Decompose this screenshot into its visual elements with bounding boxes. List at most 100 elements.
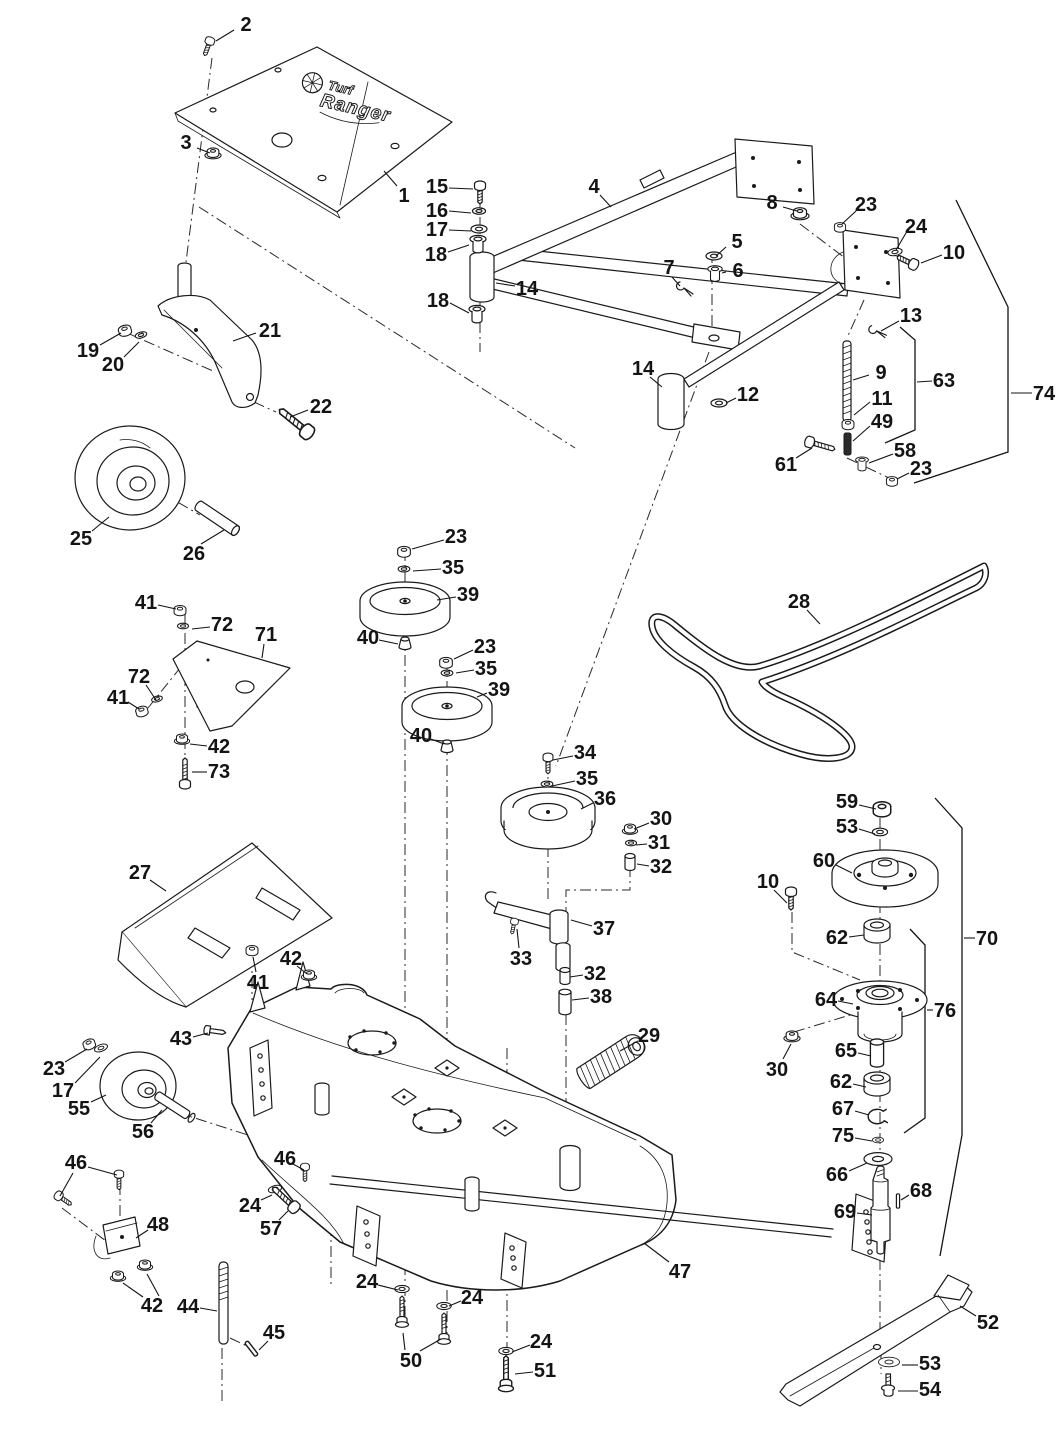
nut-41c [245, 944, 259, 957]
leader-line-99-50 [419, 1338, 442, 1352]
callout-32-25: 25 [70, 528, 92, 550]
callout-50-34: 34 [574, 742, 597, 764]
leader-line-45-72 [145, 684, 157, 701]
callout-41-40: 40 [410, 725, 432, 747]
leader-line-51-35 [551, 780, 576, 787]
leader-line-32-25 [91, 516, 110, 532]
washer-53a [871, 827, 889, 837]
leader-line-101-51 [514, 1371, 534, 1375]
callout-101-51: 51 [534, 1360, 556, 1382]
logo-word-1: Turf [327, 78, 356, 99]
callout-100-24: 24 [530, 1331, 553, 1353]
spacer-32a [624, 852, 636, 872]
callout-15-24: 24 [905, 216, 928, 238]
callout-91-42: 42 [141, 1295, 163, 1317]
callout-6-18: 18 [425, 244, 447, 266]
callout-83-41: 41 [247, 972, 269, 994]
washer-12 [710, 398, 728, 408]
callout-4-16: 16 [426, 200, 448, 222]
callout-79-47: 47 [669, 1261, 691, 1283]
leader-line-89-46 [87, 1166, 118, 1176]
callout-67-70: 70 [976, 928, 998, 950]
callout-37-40: 40 [357, 627, 379, 649]
callout-40-39: 39 [488, 679, 510, 701]
leader-line-22-49 [852, 425, 871, 442]
callout-29-20: 20 [102, 354, 124, 376]
part-blade-52 [779, 1274, 973, 1407]
bolt-46a [113, 1169, 125, 1191]
nut-19 [116, 323, 134, 339]
part-spindle-assembly [831, 849, 939, 1255]
callout-72-75: 75 [832, 1125, 854, 1147]
spacer-40b [440, 739, 454, 754]
leader-line-43-72 [191, 626, 211, 630]
bolt-61 [802, 434, 837, 456]
callout-56-37: 37 [593, 918, 615, 940]
part-screw-43 [203, 1024, 227, 1036]
leader-line-56-37 [570, 919, 593, 927]
leader-line-10-5 [715, 246, 727, 257]
callout-68-30: 30 [766, 1059, 788, 1081]
leader-line-39-35 [455, 669, 475, 674]
callout-31-22: 22 [310, 396, 332, 418]
nut-23c [397, 545, 411, 558]
leader-line-11-6 [721, 271, 727, 274]
callout-74-68: 68 [910, 1180, 932, 1202]
part-caster-arm [157, 262, 262, 408]
part-adjust-rod-44 [218, 1261, 229, 1345]
pin-68 [895, 1193, 901, 1209]
part-lift-rod-9 [842, 340, 852, 422]
leader-line-12-7 [671, 276, 681, 287]
leader-line-81-27 [149, 879, 167, 892]
callout-26-12: 12 [737, 384, 759, 406]
leader-line-97-24 [377, 1284, 399, 1291]
nut-23b [885, 476, 899, 487]
callout-19-63: 63 [933, 370, 955, 392]
leader-line-100-24 [511, 1344, 531, 1353]
bushing-18b [468, 304, 486, 324]
leader-line-49-28 [806, 609, 821, 625]
callout-92-44: 44 [177, 1296, 200, 1318]
leader-line-98-24 [448, 1300, 462, 1307]
leader-line-41-40 [430, 738, 445, 745]
leader-line-7-4 [599, 194, 612, 208]
leader-line-64-62 [848, 934, 865, 938]
callout-61-53: 53 [836, 816, 858, 838]
leader-line-62-60 [835, 864, 853, 874]
callout-93-45: 45 [263, 1322, 285, 1344]
leader-line-18-9 [852, 374, 870, 381]
leader-line-26-12 [725, 397, 737, 404]
callout-33-26: 26 [183, 543, 205, 565]
leader-line-54-31 [635, 843, 648, 846]
part-belt-cover: Turf Ranger [174, 46, 453, 219]
callout-24-61: 61 [775, 454, 797, 476]
callout-14-23: 23 [855, 194, 877, 216]
callout-34-23: 23 [445, 526, 467, 548]
leader-line-92-44 [199, 1307, 218, 1312]
callout-20-74: 74 [1033, 383, 1056, 405]
nut-30b [783, 1030, 801, 1043]
callout-13-8: 8 [766, 192, 777, 214]
callout-80-29: 29 [638, 1025, 660, 1047]
callout-54-31: 31 [648, 832, 670, 854]
callout-9-18: 18 [427, 290, 449, 312]
callout-88-56: 56 [132, 1121, 154, 1143]
leader-line-91-42 [122, 1282, 144, 1298]
leader-line-75-69 [856, 1212, 873, 1216]
bolt-2 [199, 35, 217, 58]
callout-18-9: 9 [875, 362, 886, 384]
washer-20 [134, 330, 148, 340]
callout-44-71: 71 [255, 624, 277, 646]
leader-line-37-40 [378, 639, 399, 645]
leader-line-95-57 [278, 1210, 289, 1221]
part-idler-pulley-36 [500, 786, 596, 850]
callout-78-54: 54 [919, 1379, 942, 1401]
callout-51-35: 35 [576, 768, 598, 790]
leader-line-84-43 [192, 1032, 209, 1038]
callout-27-14: 14 [632, 358, 655, 380]
ring-75 [871, 1136, 885, 1144]
leader-line-60-59 [858, 804, 877, 810]
leader-line-46-41 [127, 701, 140, 710]
